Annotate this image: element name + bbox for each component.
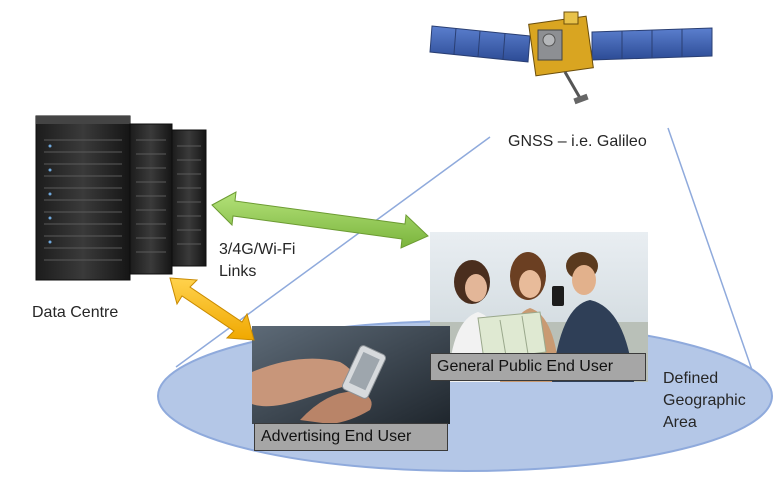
link-arrow-orange — [169, 277, 255, 341]
geographic-area-label: Defined Geographic Area — [663, 368, 773, 434]
links-label-line2: Links — [219, 263, 257, 280]
data-centre-label: Data Centre — [32, 304, 119, 321]
link-arrow-green — [211, 191, 429, 249]
links-label-line1: 3/4G/Wi-Fi — [219, 241, 296, 258]
gnss-label: GNSS – i.e. Galileo — [508, 133, 647, 150]
advertising-caption: Advertising End User — [254, 423, 448, 451]
area-label-line1: Defined — [663, 370, 719, 387]
area-label-line3: Area — [663, 414, 697, 431]
beam-line-left — [175, 136, 491, 368]
server-rack-icon — [35, 115, 207, 281]
area-label-line2: Geographic — [663, 392, 746, 409]
links-label: 3/4G/Wi-Fi Links — [219, 239, 329, 283]
satellite-icon — [429, 11, 713, 105]
general-public-caption: General Public End User — [430, 353, 646, 381]
beam-line-right — [667, 127, 753, 371]
smartphone-hand-icon — [252, 326, 450, 424]
